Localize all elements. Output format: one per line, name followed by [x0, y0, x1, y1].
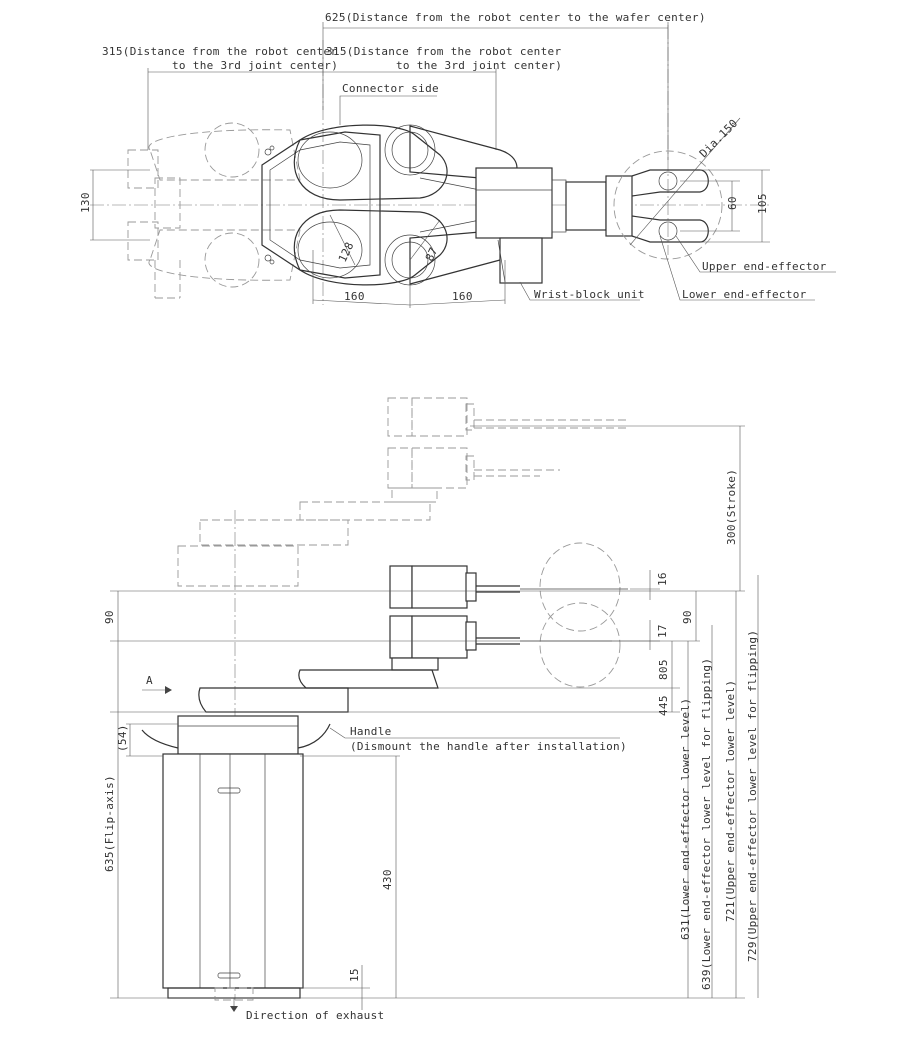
- dim-625-label: 625(Distance from the robot center to th…: [325, 11, 706, 24]
- wrist-block-callout: Wrist-block unit: [519, 281, 645, 301]
- exhaust-callout: Direction of exhaust: [230, 998, 384, 1022]
- dim-315-right-line2: to the 3rd joint center): [396, 59, 562, 72]
- dim-315-left-line1: 315(Distance from the robot center: [102, 45, 337, 58]
- wrist-block-label: Wrist-block unit: [534, 288, 645, 301]
- handle-callout: Handle (Dismount the handle after instal…: [329, 725, 627, 753]
- dim-90-left-label: 90: [103, 610, 116, 624]
- wrist-block-top: [475, 167, 567, 284]
- dim-105-label: 105: [756, 193, 769, 214]
- side-extension-lines: [110, 425, 745, 999]
- dim-625: 625(Distance from the robot center to th…: [322, 11, 706, 160]
- dim-90-right-label: 90: [681, 610, 694, 624]
- dim-445-label: 445: [657, 695, 670, 716]
- dim-721-label: 721(Upper end-effector lower level): [724, 680, 737, 922]
- first-arm-links: [293, 124, 448, 286]
- retracted-arm-phantom: [127, 122, 301, 299]
- end-effector-top: [565, 169, 709, 243]
- handle-label-1: Handle: [350, 725, 392, 738]
- dim-54: (54): [116, 723, 178, 757]
- arm-side: [198, 565, 628, 713]
- dim-315-left: 315(Distance from the robot center to th…: [102, 45, 338, 150]
- dim-128-label: 128: [336, 240, 357, 264]
- handle-label-2: (Dismount the handle after installation): [350, 740, 627, 753]
- dim-729-label: 729(Upper end-effector lower level for f…: [746, 630, 759, 962]
- dim-160-a-label: 160: [344, 290, 365, 303]
- dim-315-left-line2: to the 3rd joint center): [172, 59, 338, 72]
- connector-side-label: Connector side: [342, 82, 439, 95]
- view-arrow-a: A: [142, 674, 172, 694]
- dim-430: 430: [381, 756, 397, 998]
- dim-430-label: 430: [381, 869, 394, 890]
- upper-end-effector-label: Upper end-effector: [702, 260, 827, 273]
- dim-315-right-line1: 315(Distance from the robot center: [326, 45, 561, 58]
- wafer-circles-side: [539, 542, 621, 688]
- top-view: 625(Distance from the robot center to th…: [79, 11, 836, 308]
- dim-90-right: 90: [681, 591, 697, 641]
- dim-300-stroke: 300(Stroke): [725, 426, 741, 591]
- dim-16-label: 16: [656, 572, 669, 586]
- dim-315-right: 315(Distance from the robot center to th…: [323, 45, 562, 150]
- dia-150-label: Dia.150: [697, 117, 740, 160]
- dim-631-label: 631(Lower end-effector lower level): [679, 698, 692, 940]
- dim-15-label: 15: [348, 968, 361, 982]
- dim-90-left: 90: [103, 591, 119, 641]
- side-view: A 90 300(Stroke) 90: [103, 397, 759, 1022]
- dim-60-105: 60 105: [680, 169, 770, 243]
- dim-805-445: 805 445: [657, 641, 673, 716]
- dim-16-17: 16 17: [612, 570, 669, 650]
- dim-130-label: 130: [79, 192, 92, 213]
- robot-base-top: [261, 131, 381, 279]
- dim-87-label: 87: [423, 245, 441, 263]
- end-effector-callouts: Upper end-effector Lower end-effector: [659, 235, 836, 301]
- dim-130: 130: [79, 169, 150, 241]
- dim-17-label: 17: [656, 624, 669, 638]
- dim-639-label: 639(Lower end-effector lower level for f…: [700, 658, 713, 990]
- raised-positions-phantom: [177, 397, 630, 587]
- base-side: [141, 715, 331, 1001]
- dim-635: 635(Flip-axis): [103, 641, 119, 998]
- dim-160-pair: 160 160: [312, 250, 506, 308]
- dim-805-label: 805: [657, 659, 670, 680]
- stroke-300-label: 300(Stroke): [725, 469, 738, 545]
- connector-side-callout: Connector side: [339, 82, 439, 125]
- lower-end-effector-label: Lower end-effector: [682, 288, 807, 301]
- dim-15: 15: [300, 965, 370, 1010]
- dim-54-label: (54): [116, 724, 129, 752]
- exhaust-label: Direction of exhaust: [246, 1009, 384, 1022]
- level-dims: 631(Lower end-effector lower level) 639(…: [679, 575, 759, 998]
- dim-128-87: 128 87: [329, 214, 441, 266]
- dim-635-label: 635(Flip-axis): [103, 775, 116, 872]
- dim-60-label: 60: [726, 196, 739, 210]
- arrow-a-label: A: [146, 674, 153, 687]
- dim-160-b-label: 160: [452, 290, 473, 303]
